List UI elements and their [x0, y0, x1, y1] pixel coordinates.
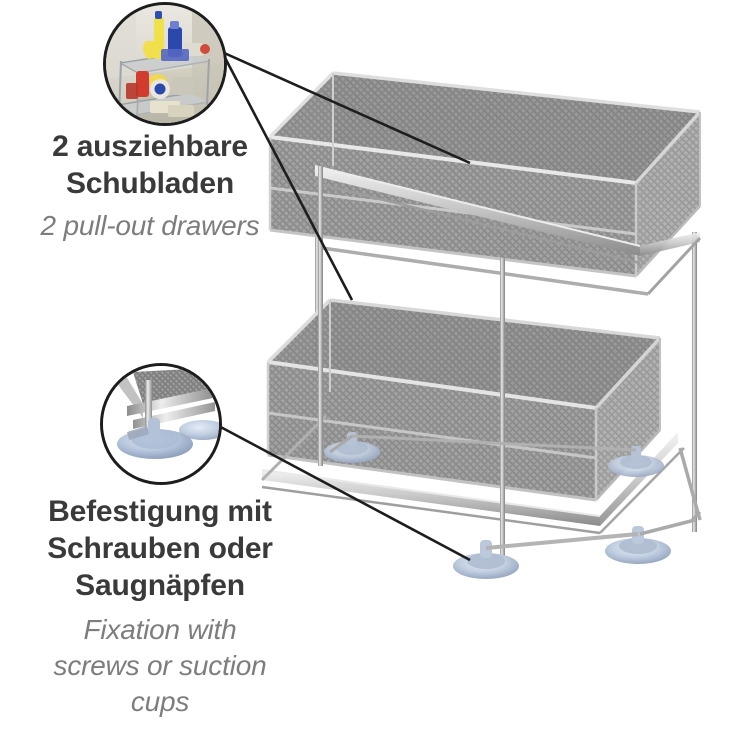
drawers-german-line-2: Schubladen [65, 167, 235, 200]
fixation-german-line-3: Saugnäpfen [75, 569, 245, 602]
drawers-german-line-1: 2 ausziehbare [52, 130, 248, 163]
callout-text-fixation: Befestigung mit Schrauben oder Saugnäpfe… [0, 493, 320, 720]
fixation-english-line-2: screws or suction [53, 650, 267, 681]
frame-upper-rails [314, 165, 702, 558]
fixation-english-line-3: cups [130, 686, 190, 717]
suction-cup [608, 446, 664, 477]
fixation-english-line-1: Fixation with [83, 614, 237, 645]
fixation-german-line-1: Befestigung mit [48, 495, 272, 528]
under-sink-photo-circle [103, 2, 227, 126]
fixation-german-line-2: Schrauben oder [47, 532, 273, 565]
suction-cup-detail-photo [103, 366, 219, 482]
drawers-english-line-1: 2 pull-out drawers [40, 210, 260, 241]
callout-text-drawers: 2 ausziehbare Schubladen 2 pull-out draw… [0, 128, 300, 244]
lower-drawer-basket [266, 298, 662, 502]
under-sink-photo [106, 5, 224, 123]
suction-cup-detail-circle [100, 363, 222, 485]
suction-cup [605, 526, 671, 564]
frame-rear-posts [315, 160, 697, 532]
